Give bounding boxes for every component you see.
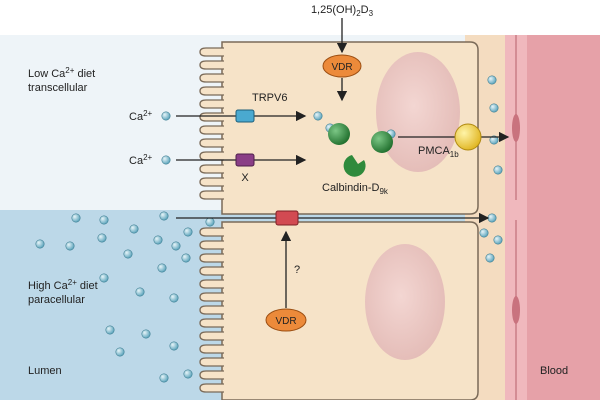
endothelial-nucleus-bottom <box>512 296 520 324</box>
low-diet-sublabel: transcellular <box>28 82 88 94</box>
vessel-wall <box>505 35 527 400</box>
calcium-ion <box>181 253 191 263</box>
microvillus <box>199 112 224 122</box>
microvillus <box>199 60 224 70</box>
microvillus <box>199 357 224 367</box>
calcium-ion <box>169 293 179 303</box>
high-diet-sublabel: paracellular <box>28 294 85 306</box>
calcium-ion <box>159 211 169 221</box>
endothelial-nucleus-top <box>512 114 520 142</box>
calcium-ion <box>99 273 109 283</box>
microvillus <box>199 164 224 174</box>
calbindin-sphere-1 <box>328 123 350 145</box>
microvillus <box>199 266 224 276</box>
microvillus <box>199 125 224 135</box>
microvilli <box>199 47 224 393</box>
microvillus <box>199 86 224 96</box>
nucleus-top <box>376 52 460 172</box>
microvillus <box>199 279 224 289</box>
calcium-ion <box>141 329 151 339</box>
pmca-pump <box>454 123 482 151</box>
hormone-label: 1,25(OH)2D3 <box>311 4 374 18</box>
calcium-ion <box>171 241 181 251</box>
calcium-ion <box>487 75 497 85</box>
calcium-ion <box>183 227 193 237</box>
calbindin-sphere-2 <box>371 131 393 153</box>
calcium-ion <box>115 347 125 357</box>
vdr-top <box>322 54 362 78</box>
lumen-label: Lumen <box>28 365 62 377</box>
microvillus <box>199 151 224 161</box>
microvillus <box>199 383 224 393</box>
microvillus <box>199 73 224 83</box>
microvillus <box>199 240 224 250</box>
calcium-ion <box>479 228 489 238</box>
microvillus <box>199 305 224 315</box>
high-diet-label: High Ca2+ diet <box>28 278 98 292</box>
channel-x-label: X <box>241 172 249 184</box>
calcium-ion <box>161 111 171 121</box>
calcium-ion <box>485 253 495 263</box>
calcium-ion <box>489 103 499 113</box>
calcium-ion <box>97 233 107 243</box>
calcium-ion <box>65 241 75 251</box>
calcium-ion <box>35 239 45 249</box>
calcium-ion <box>489 135 499 145</box>
microvillus <box>199 331 224 341</box>
calcium-ion <box>183 369 193 379</box>
channel-x <box>235 153 255 167</box>
calcium-ion <box>129 224 139 234</box>
calcium-ions <box>35 75 503 383</box>
microvillus <box>199 99 224 109</box>
microvillus <box>199 138 224 148</box>
question-label: ? <box>294 264 300 276</box>
microvillus <box>199 47 224 57</box>
ca-label-trpv6: Ca2+ <box>129 109 153 123</box>
tight-junction <box>275 210 299 226</box>
calcium-ion <box>123 249 133 259</box>
calcium-ion <box>493 235 503 245</box>
calcium-ion <box>105 325 115 335</box>
microvillus <box>199 318 224 328</box>
calcium-ion <box>135 287 145 297</box>
calcium-ion <box>205 217 215 227</box>
calcium-ion <box>153 235 163 245</box>
calcium-ion <box>99 215 109 225</box>
calcium-ion <box>487 213 497 223</box>
vdr-bottom <box>265 308 307 332</box>
low-diet-label: Low Ca2+ diet <box>28 66 95 80</box>
microvillus <box>199 344 224 354</box>
trpv6-channel <box>235 109 255 123</box>
calcium-ion <box>159 373 169 383</box>
calcium-ion <box>71 213 81 223</box>
calcium-ion <box>313 111 323 121</box>
vdr-bottom-label: VDR <box>275 316 296 327</box>
trpv6-label: TRPV6 <box>252 92 287 104</box>
microvillus <box>199 292 224 302</box>
calbindin-sphere-3 <box>343 155 366 177</box>
microvillus <box>199 370 224 380</box>
calcium-ion <box>493 165 503 175</box>
microvillus <box>199 190 224 200</box>
microvillus <box>199 227 224 237</box>
microvillus <box>199 177 224 187</box>
blood-label: Blood <box>540 365 568 377</box>
nucleus-bottom <box>365 244 445 360</box>
calcium-ion <box>161 155 171 165</box>
microvillus <box>199 253 224 263</box>
calcium-ion <box>169 341 179 351</box>
calcium-ion <box>157 263 167 273</box>
pmca-label: PMCA1b <box>418 145 459 159</box>
calbindin-label: Calbindin-D9k <box>322 182 389 196</box>
ca-label-x: Ca2+ <box>129 153 153 167</box>
vdr-top-label: VDR <box>331 62 352 73</box>
